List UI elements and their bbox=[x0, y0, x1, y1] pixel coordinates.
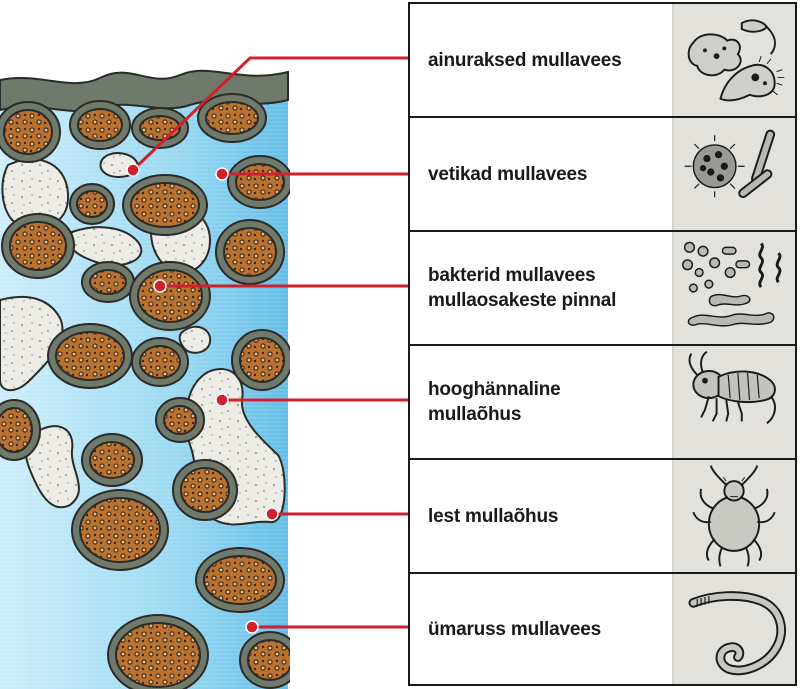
springtail-icon bbox=[672, 346, 795, 458]
legend-label: vetikad mullavees bbox=[428, 163, 588, 185]
mite-icon bbox=[672, 460, 795, 572]
legend-row: hooghännaline mullaõhus bbox=[410, 346, 795, 460]
legend-label: ümaruss mullavees bbox=[428, 618, 601, 640]
legend-row: vetikad mullavees bbox=[410, 118, 795, 232]
legend-row: lest mullaõhus bbox=[410, 460, 795, 574]
legend-row: ainuraksed mullavees bbox=[410, 4, 795, 118]
nematode-icon bbox=[672, 574, 795, 684]
organism-legend-table: ainuraksed mullavees bbox=[408, 2, 797, 686]
legend-label: hooghännaline mullaõhus bbox=[428, 379, 561, 425]
legend-row: ümaruss mullavees bbox=[410, 574, 795, 684]
legend-row: bakterid mullavees mullaosakeste pinnal bbox=[410, 232, 795, 346]
legend-label: bakterid mullavees mullaosakeste pinnal bbox=[428, 265, 617, 311]
bacteria-icon bbox=[672, 232, 795, 344]
protozoa-icon bbox=[672, 4, 795, 116]
soil-cross-section bbox=[0, 69, 290, 689]
legend-label: lest mullaõhus bbox=[428, 505, 559, 527]
algae-icon bbox=[672, 118, 795, 230]
legend-label: ainuraksed mullavees bbox=[428, 49, 622, 71]
